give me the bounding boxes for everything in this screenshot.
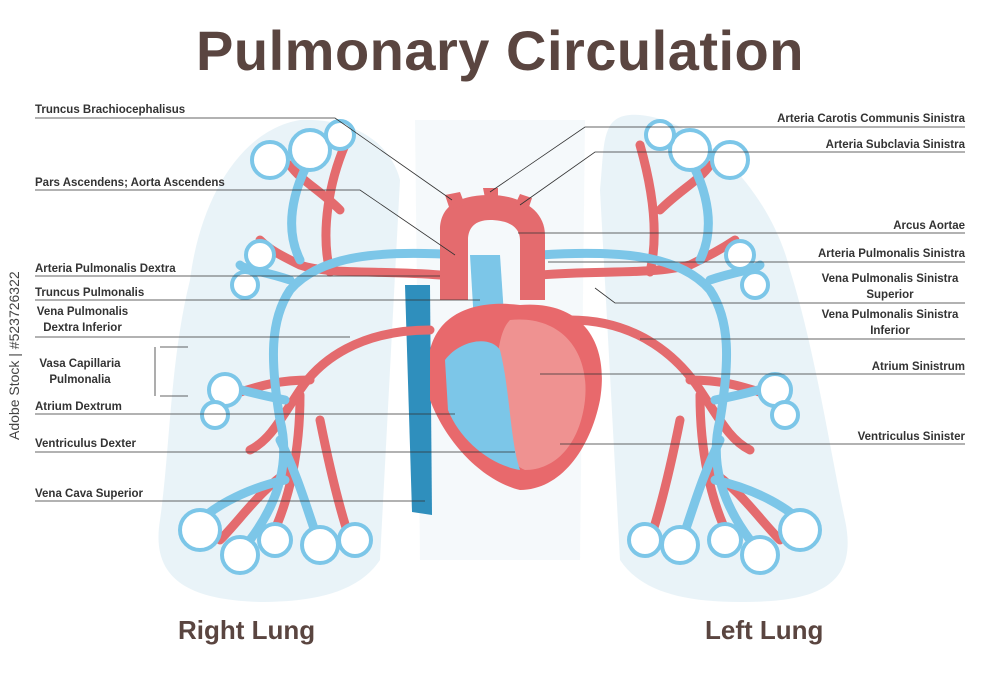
label-pars-ascendens: Pars Ascendens; Aorta Ascendens — [35, 177, 225, 189]
label-truncus-brachiocephalicus: Truncus Brachiocephalisus — [35, 104, 186, 116]
stock-watermark: Adobe Stock | #523726322 — [6, 271, 22, 440]
label-arteria-pulmonalis-dextra: Arteria Pulmonalis Dextra — [35, 263, 176, 275]
label-arteria-carotis: Arteria Carotis Communis Sinistra — [777, 113, 965, 125]
page-title: Pulmonary Circulation — [196, 19, 804, 82]
label-arteria-pulmonalis-sinistra: Arteria Pulmonalis Sinistra — [818, 248, 965, 260]
label-vena-pulmonalis-sinistra-inferior: Vena Pulmonalis Sinistra Inferior — [815, 307, 965, 339]
label-vena-pulmonalis-sinistra-superior: Vena Pulmonalis Sinistra Superior — [815, 271, 965, 303]
label-line-1: Vena Pulmonalis — [36, 306, 129, 318]
label-atrium-sinistrum: Atrium Sinistrum — [871, 361, 965, 373]
label-line-2: Superior — [866, 289, 914, 301]
right-ventricle-blue — [445, 341, 520, 470]
left-capillaries — [627, 119, 822, 575]
right-lung-label: Right Lung — [178, 615, 316, 645]
label-ventriculus-sinister: Ventriculus Sinister — [857, 431, 965, 443]
subclavia-branch — [515, 194, 532, 210]
left-lung-label: Left Lung — [705, 615, 824, 645]
label-ventriculus-dexter: Ventriculus Dexter — [35, 438, 136, 450]
label-line-1: Vena Pulmonalis Sinistra — [821, 309, 959, 321]
label-line-2: Dextra Inferior — [43, 322, 122, 334]
label-arcus-aortae: Arcus Aortae — [893, 220, 965, 232]
right-capillaries — [178, 119, 373, 575]
heart-inner — [493, 319, 586, 470]
carotis-branch — [483, 188, 498, 198]
aorta-vessel — [440, 195, 545, 300]
label-line-2: Inferior — [870, 325, 910, 337]
vena-cava-vessel — [405, 285, 432, 515]
label-vena-cava-superior: Vena Cava Superior — [35, 488, 144, 500]
brachiocephalic-branch — [445, 192, 465, 210]
label-line-2: Pulmonalia — [49, 374, 111, 386]
label-vasa-capillaria: Vasa Capillaria Pulmonalia — [35, 356, 125, 388]
label-line-1: Vena Pulmonalis Sinistra — [821, 273, 959, 285]
leader-lines — [35, 117, 965, 502]
label-atrium-dextrum: Atrium Dextrum — [35, 401, 122, 413]
label-vena-pulmonalis-dextra-inferior: Vena Pulmonalis Dextra Inferior — [35, 304, 130, 336]
label-arteria-subclavia: Arteria Subclavia Sinistra — [825, 139, 965, 151]
label-truncus-pulmonalis: Truncus Pulmonalis — [35, 287, 145, 299]
label-line-1: Vasa Capillaria — [39, 358, 121, 370]
right-lung-shape — [158, 119, 400, 602]
